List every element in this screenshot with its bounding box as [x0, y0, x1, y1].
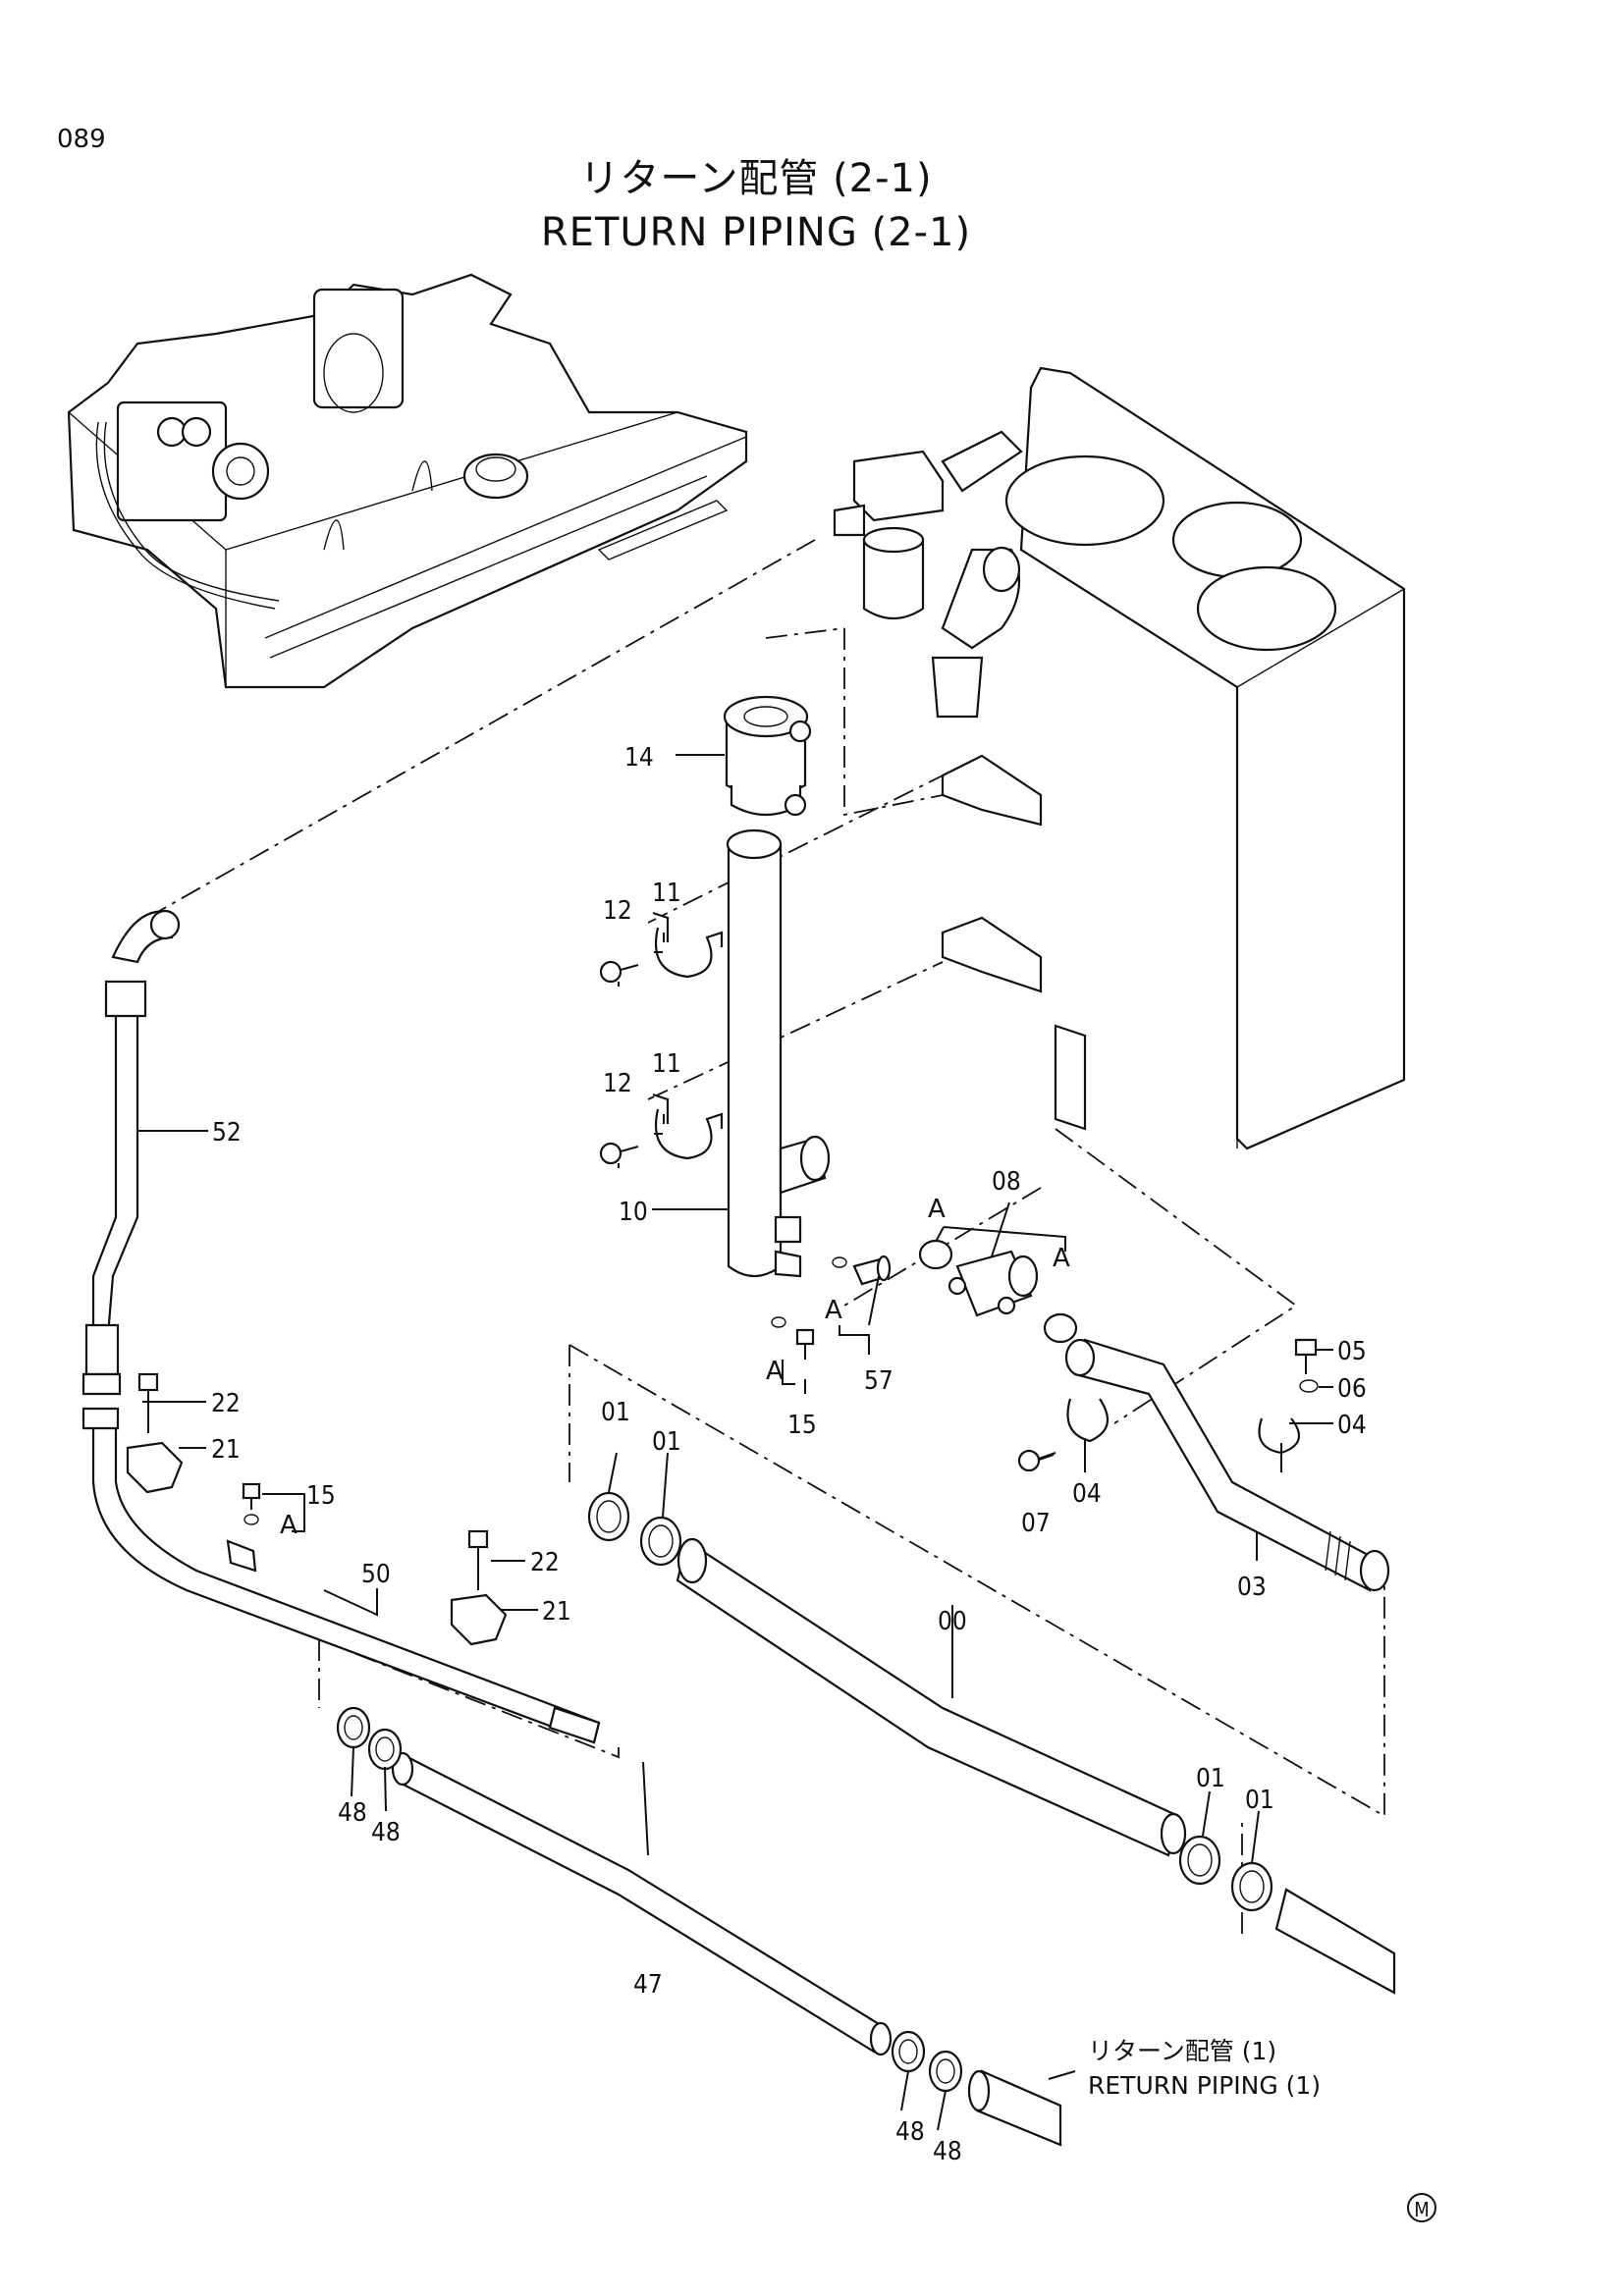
continuation-note-en: RETURN PIPING (1) [1088, 2071, 1321, 2100]
part-03-bent-pipe [1064, 1338, 1390, 1592]
callout-21-mid: 21 [542, 1597, 571, 1627]
callout-57: 57 [864, 1366, 893, 1396]
part-10-return-pipe [726, 828, 831, 1278]
callout-11-lower: 11 [652, 1049, 681, 1079]
callout-04-left: 04 [1072, 1479, 1102, 1509]
title-english: RETURN PIPING (2-1) [541, 210, 971, 255]
hydraulic-tank-illustration [833, 366, 1406, 1150]
part-14-coupling [723, 695, 812, 817]
part-07-bolt [1017, 1449, 1056, 1472]
ref-a-4: A [766, 1357, 784, 1386]
callout-22-mid: 22 [530, 1548, 560, 1577]
callout-01-1: 01 [601, 1398, 630, 1427]
continuation-note-jp: リターン配管 (1) [1088, 2037, 1276, 2065]
callout-03: 03 [1237, 1573, 1267, 1602]
part-08-hose-with-clamps [947, 1250, 1039, 1317]
part-01-clamp-3 [1178, 1835, 1221, 1886]
ref-a-3: A [825, 1296, 842, 1325]
callout-numbers: 14 12 11 12 11 10 08 52 22 21 15 50 22 2… [211, 743, 1367, 2166]
callout-52: 52 [212, 1118, 242, 1148]
part-01-clamp-2 [639, 1516, 682, 1567]
continuation-note: リターン配管 (1) RETURN PIPING (1) [1088, 2037, 1321, 2100]
part-48-clamp-1 [336, 1706, 371, 1749]
reference-letters: A A A A A [280, 1195, 1070, 1540]
part-21-clamp-mid [450, 1593, 508, 1646]
callout-01-3: 01 [1196, 1764, 1225, 1793]
callout-48-2: 48 [371, 1818, 401, 1847]
ref-a-2: A [1053, 1244, 1070, 1273]
callout-21-left: 21 [211, 1435, 241, 1465]
ref-a-1: A [928, 1195, 946, 1224]
callout-22-left: 22 [211, 1389, 241, 1418]
callout-05: 05 [1337, 1337, 1367, 1366]
title-japanese: リターン配管 (2-1) [579, 156, 932, 201]
o-ring-a-left [918, 1239, 953, 1270]
callout-12-lower: 12 [603, 1069, 632, 1098]
part-52-pipe [81, 909, 181, 1396]
part-00-hose [676, 1537, 1187, 1857]
callout-00: 00 [938, 1607, 967, 1636]
continuation-pipe-lower [975, 2069, 1062, 2147]
part-21-clamp-left [126, 1441, 184, 1494]
callout-11-upper: 11 [652, 879, 681, 908]
part-06-washer [1299, 1379, 1319, 1393]
callout-48-4: 48 [933, 2137, 962, 2166]
ref-a-5: A [280, 1511, 298, 1540]
page-number: 089 [57, 125, 106, 154]
part-12-bolt-upper [599, 960, 639, 984]
o-ring-small-2 [771, 1316, 786, 1328]
callout-48-1: 48 [338, 1798, 367, 1828]
part-04-clamp-left [1066, 1398, 1110, 1443]
callout-47: 47 [633, 1970, 663, 2000]
part-01-clamp-1 [587, 1491, 630, 1542]
part-01-clamp-4 [1230, 1861, 1273, 1912]
part-05-bolt [1294, 1338, 1318, 1374]
callout-50: 50 [361, 1560, 391, 1589]
callout-08: 08 [992, 1167, 1021, 1197]
machine-frame-illustration [67, 273, 748, 689]
callout-15-center: 15 [787, 1411, 817, 1440]
part-22-bolt-mid [467, 1529, 489, 1590]
part-12-bolt-lower [599, 1142, 639, 1165]
callout-01-4: 01 [1245, 1786, 1274, 1815]
o-ring-a-right [1043, 1312, 1078, 1344]
m-mark-letter: M [1414, 2198, 1430, 2221]
continuation-pipe-end [967, 2069, 991, 2112]
part-15-plug [795, 1328, 815, 1360]
continuation-pipe-upper [1274, 1888, 1396, 1995]
callout-06: 06 [1337, 1374, 1367, 1404]
part-11-clamp-upper [652, 911, 724, 979]
part-48-clamp-3 [891, 2030, 926, 2073]
callout-48-3: 48 [895, 2117, 925, 2147]
part-15-bolt-left [242, 1482, 261, 1510]
callout-14: 14 [624, 743, 654, 773]
part-48-clamp-4 [928, 2050, 963, 2093]
part-50-pipe [81, 1407, 601, 1744]
callout-15-left: 15 [306, 1481, 336, 1511]
o-ring-small-1 [832, 1256, 847, 1268]
part-57-fitting [852, 1255, 892, 1286]
m-mark: M [1407, 2193, 1436, 2222]
part-22-bolt-left [137, 1372, 159, 1433]
callout-leaders [137, 754, 1333, 2131]
callout-04-right: 04 [1337, 1411, 1367, 1440]
part-48-clamp-2 [367, 1728, 403, 1771]
part-11-clamp-lower [652, 1093, 724, 1160]
o-ring-left [244, 1514, 259, 1525]
callout-10: 10 [619, 1198, 648, 1227]
callout-01-2: 01 [652, 1427, 681, 1457]
part-47-hose [391, 1751, 893, 2056]
callout-12-upper: 12 [603, 896, 632, 926]
callout-07: 07 [1021, 1509, 1051, 1538]
